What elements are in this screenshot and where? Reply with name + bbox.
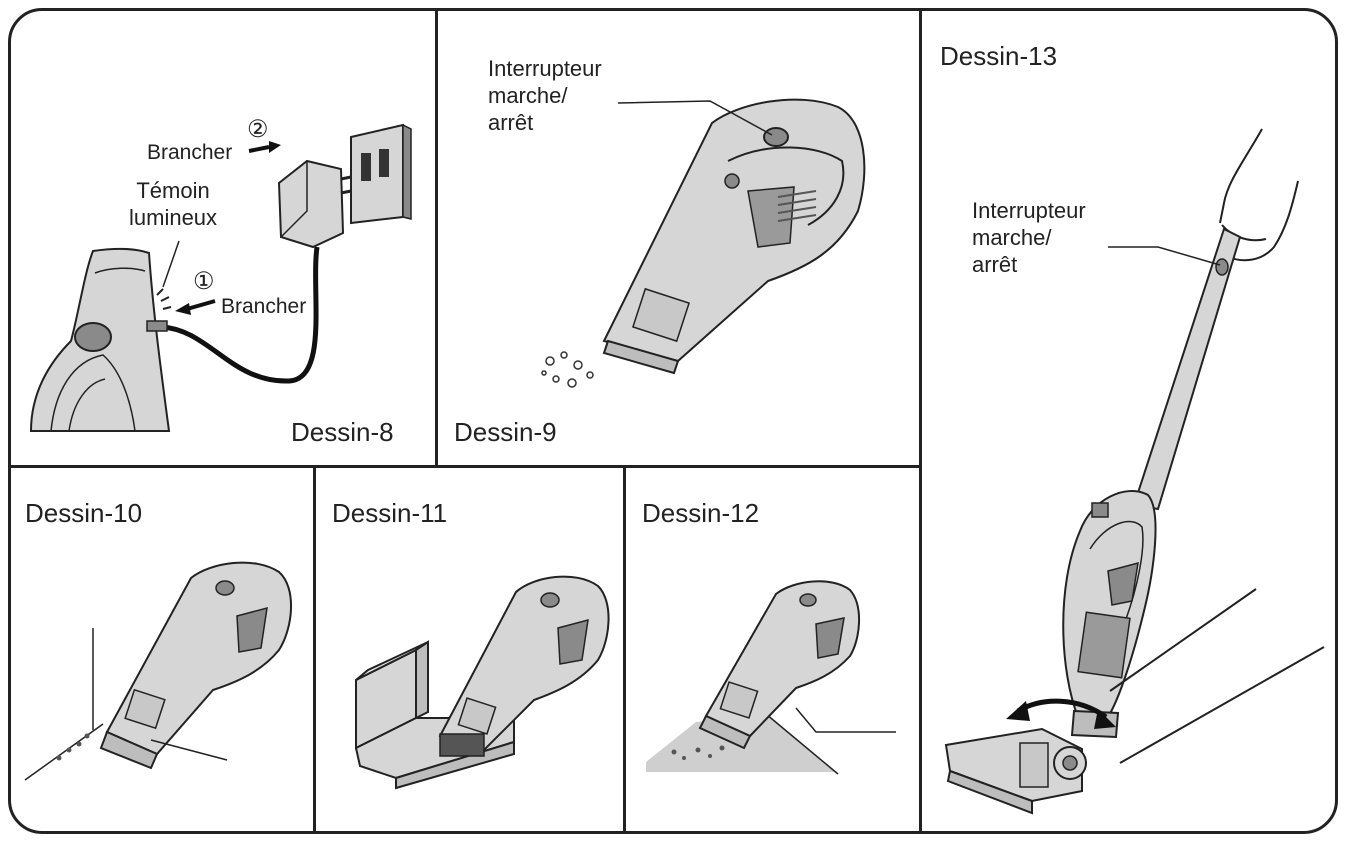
arrow-brancher-2-icon — [248, 141, 281, 153]
handheld-vacuum — [438, 575, 610, 757]
handheld-vacuum — [602, 98, 866, 375]
dessin-12-drawing — [646, 580, 896, 775]
divider-d11-d12 — [623, 467, 626, 831]
divider-d8-d9 — [435, 11, 438, 467]
dessin-10-drawing — [24, 561, 292, 781]
motion-line-lower — [1119, 646, 1325, 764]
dessin-13-drawing — [944, 128, 1325, 815]
temoin-leader — [162, 240, 180, 288]
dessin-13-caption: Dessin-13 — [940, 41, 1058, 71]
pivot-arrow-icon — [1006, 698, 1116, 729]
divider-d10-d11 — [313, 467, 316, 831]
jack-plug — [146, 320, 168, 332]
debris-icon — [671, 745, 725, 760]
dessin-10-caption: Dessin-10 — [25, 498, 143, 528]
wall-socket — [350, 123, 412, 225]
panel-dessin-13: Dessin-13 Interrupteur marche/ arrêt — [922, 11, 1335, 831]
dessin-9-drawing — [541, 98, 866, 388]
panel-dessin-11: Dessin-11 — [316, 468, 623, 831]
indicator-light-icon — [156, 288, 172, 310]
switch-leader-d9 — [617, 100, 773, 136]
switch-leader-d13 — [1108, 246, 1221, 266]
divider-top-d13 — [919, 11, 922, 831]
user-hand — [1219, 128, 1299, 262]
instruction-sheet: Brancher ② Témoin lumineux ① Brancher De… — [8, 8, 1338, 834]
panel-dessin-8: Brancher ② Témoin lumineux ① Brancher De… — [11, 11, 435, 465]
crevice-line — [150, 739, 228, 761]
dessin-9-caption: Dessin-9 — [454, 417, 557, 447]
panel-dessin-12: Dessin-12 — [626, 468, 919, 831]
temoin-lumineux-label: Témoin lumineux — [129, 178, 218, 230]
debris-icon — [541, 351, 594, 388]
handheld-vacuum — [99, 561, 292, 770]
dessin-8-drawing — [29, 123, 412, 432]
panel-dessin-9: Interrupteur marche/ arrêt Dessin-9 — [438, 11, 919, 465]
step-2-marker: ② — [247, 116, 269, 143]
floor-edge-line — [24, 723, 104, 781]
dessin-8-caption: Dessin-8 — [291, 417, 394, 447]
dessin-11-caption: Dessin-11 — [332, 498, 448, 528]
divider-top-bottom — [11, 465, 921, 468]
power-adapter — [277, 159, 352, 249]
panel-dessin-10: Dessin-10 — [11, 468, 313, 831]
brancher-label-top: Brancher — [147, 141, 233, 164]
charging-cable — [160, 246, 320, 384]
dessin-12-caption: Dessin-12 — [642, 498, 760, 528]
motion-line-upper — [1109, 588, 1257, 692]
dessin-11-drawing — [354, 575, 610, 790]
handheld-vacuum — [698, 580, 861, 750]
brancher-label-bottom: Brancher — [221, 295, 307, 318]
arrow-brancher-1-icon — [175, 299, 216, 315]
interrupteur-label-d9: Interrupteur marche/ arrêt — [488, 56, 602, 135]
nozzle-leader — [795, 707, 896, 733]
interrupteur-label-d13: Interrupteur marche/ arrêt — [972, 198, 1086, 277]
debris-icon — [56, 733, 90, 761]
floor-edge-line — [765, 713, 839, 775]
step-1-marker: ① — [193, 268, 215, 295]
wall-charging-base — [354, 640, 515, 790]
vacuum-base-unit — [29, 247, 171, 432]
stick-vacuum — [944, 227, 1242, 815]
